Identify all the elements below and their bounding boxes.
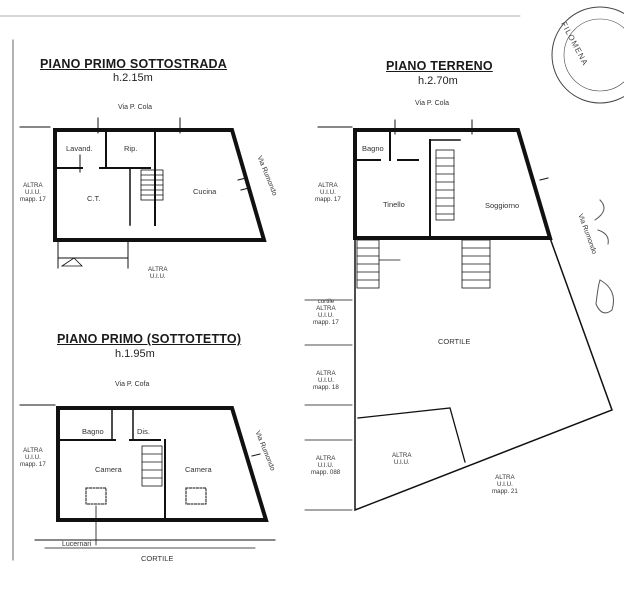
basement-stairs [140, 169, 164, 201]
ground-title: PIANO TERRENO [386, 59, 493, 73]
attic-stairs [141, 445, 163, 487]
street-label: Via P. Cofa [115, 381, 150, 388]
room-label: Rip. [124, 144, 138, 153]
ground-plan [304, 119, 613, 512]
room-label: Tinello [383, 200, 405, 209]
ext-stairs-right [461, 239, 491, 289]
room-label: Bagno [362, 144, 384, 153]
attic-height: h.1.95m [115, 348, 155, 360]
ext-stairs-left [356, 239, 380, 289]
room-label: Camera [95, 465, 122, 474]
basement-height: h.2.15m [113, 72, 153, 84]
room-label: Dis. [137, 427, 150, 436]
courtyard-label-attic: CORTILE [141, 554, 174, 563]
room-label: Bagno [82, 427, 104, 436]
basement-title: PIANO PRIMO SOTTOSTRADA [40, 57, 228, 71]
ground-height: h.2.70m [418, 75, 458, 87]
attic-plan [19, 404, 276, 549]
room-label: C.T. [87, 194, 101, 203]
skylight-1 [85, 487, 107, 505]
notary-stamp [551, 6, 624, 104]
room-label: Cucina [193, 187, 217, 196]
street-label: Via P. Cola [415, 100, 449, 107]
room-label: Lavand. [66, 144, 93, 153]
room-label: Soggiorno [485, 201, 520, 210]
courtyard-label: CORTILE [438, 337, 471, 346]
lucernari-label: Lucernari [62, 541, 92, 548]
room-label: Camera [185, 465, 212, 474]
skylight-2 [185, 487, 207, 505]
basement-plan [19, 117, 267, 269]
street-label: Via P. Cola [118, 104, 152, 111]
attic-title: PIANO PRIMO (SOTTOTETTO) [57, 332, 242, 346]
ground-stairs [435, 149, 455, 221]
scribble-marks [594, 199, 614, 314]
